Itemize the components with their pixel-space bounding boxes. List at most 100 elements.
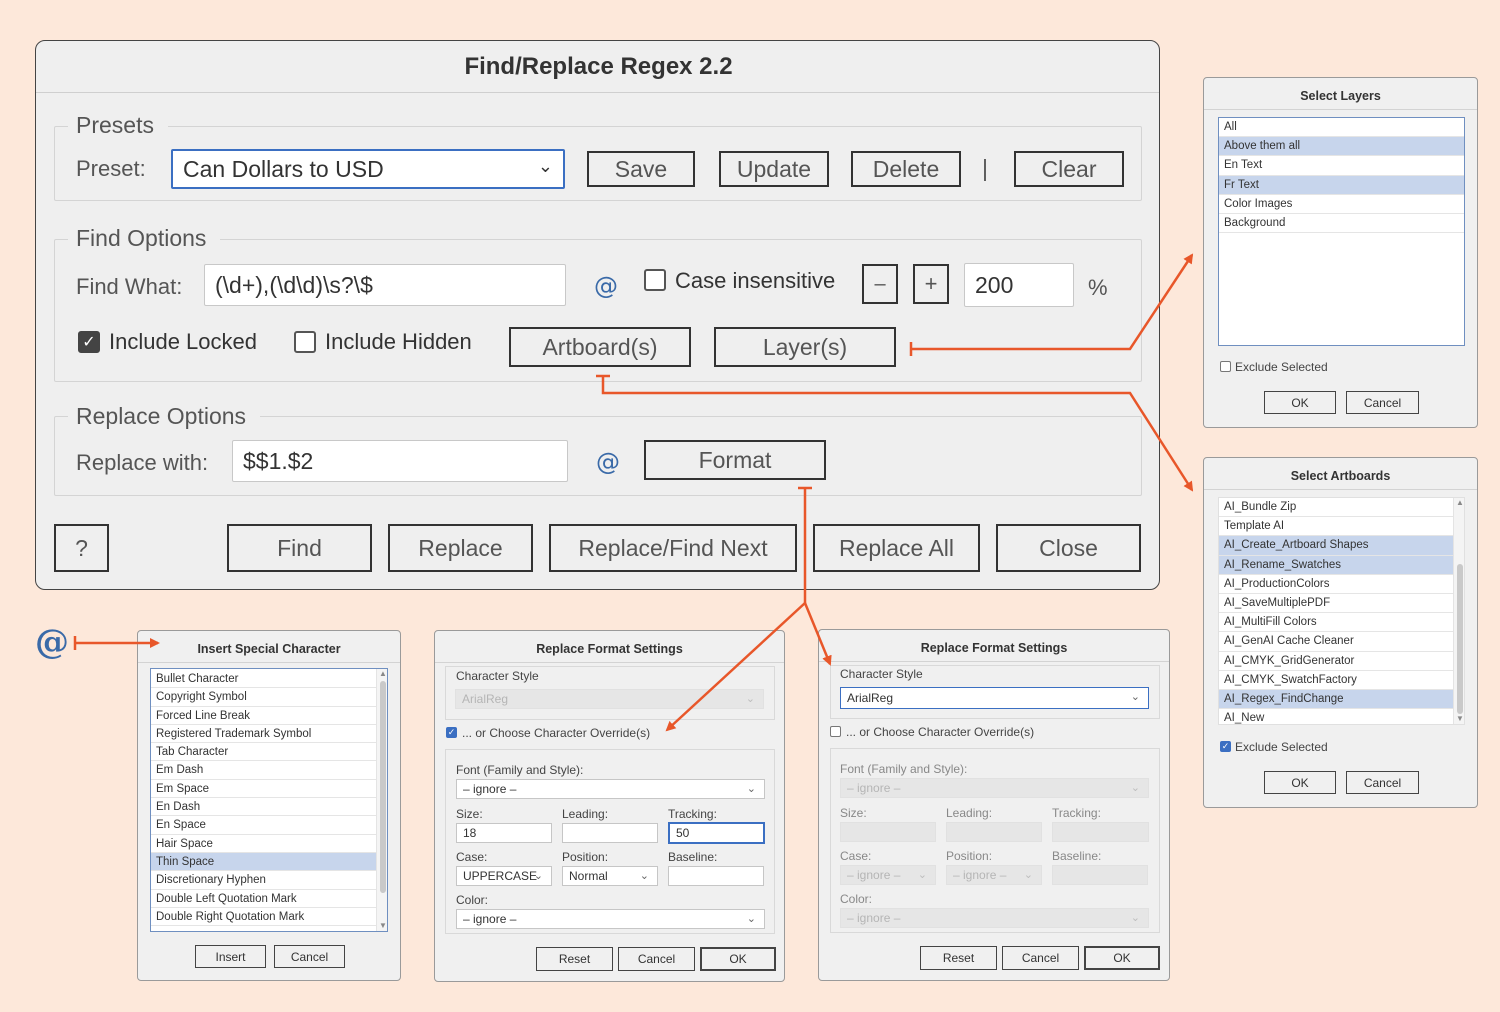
baseline-input[interactable] bbox=[668, 866, 764, 886]
scrollbar[interactable]: ▲ ▼ bbox=[376, 669, 387, 931]
insert-special-at-icon[interactable]: @ bbox=[594, 272, 618, 300]
replace-all-button[interactable]: Replace All bbox=[813, 524, 980, 572]
layers-button[interactable]: Layer(s) bbox=[714, 327, 896, 367]
case-insensitive-checkbox[interactable] bbox=[644, 269, 666, 291]
checkmark-icon: ✓ bbox=[1221, 741, 1230, 751]
cancel-button[interactable]: Cancel bbox=[274, 945, 345, 968]
list-item[interactable]: Background bbox=[1219, 214, 1464, 234]
replace-with-input[interactable]: $$1.$2 bbox=[232, 440, 568, 482]
list-item[interactable]: Color Images bbox=[1219, 195, 1464, 214]
list-item[interactable]: Em Space bbox=[151, 780, 376, 799]
list-item[interactable]: AI_Rename_Swatches bbox=[1219, 555, 1453, 575]
include-locked-label: Include Locked bbox=[109, 329, 257, 354]
clear-button[interactable]: Clear bbox=[1014, 151, 1124, 187]
list-item[interactable]: Registered Trademark Symbol bbox=[151, 725, 376, 744]
list-item[interactable]: AI_GenAI Cache Cleaner bbox=[1219, 632, 1453, 652]
list-item[interactable]: AI_Bundle Zip bbox=[1219, 498, 1453, 518]
list-item[interactable]: Copyright Symbol bbox=[151, 688, 376, 707]
preset-select[interactable]: Can Dollars to USD ⌄ bbox=[171, 149, 565, 189]
position-select[interactable]: Normal ⌄ bbox=[562, 866, 658, 886]
format-button[interactable]: Format bbox=[644, 440, 826, 480]
list-item[interactable]: Thin Space bbox=[151, 852, 376, 872]
list-item[interactable]: AI_MultiFill Colors bbox=[1219, 613, 1453, 633]
reset-button[interactable]: Reset bbox=[920, 946, 997, 970]
list-item[interactable]: Bullet Character bbox=[151, 670, 376, 689]
exclude-selected-checkbox[interactable] bbox=[1220, 361, 1231, 372]
list-item[interactable]: Above them all bbox=[1219, 137, 1464, 157]
list-item[interactable]: AI_CMYK_SwatchFactory bbox=[1219, 671, 1453, 690]
size-input[interactable]: 18 bbox=[456, 823, 552, 843]
list-item[interactable]: Template AI bbox=[1219, 517, 1453, 537]
decrease-button[interactable]: – bbox=[862, 264, 898, 304]
close-button[interactable]: Close bbox=[996, 524, 1141, 572]
reset-button[interactable]: Reset bbox=[536, 947, 613, 971]
artboards-button[interactable]: Artboard(s) bbox=[509, 327, 691, 367]
find-what-input[interactable]: (\d+),(\d\d)\s?\$ bbox=[204, 264, 566, 306]
list-item[interactable]: Discretionary Hyphen bbox=[151, 871, 376, 890]
list-item[interactable]: AI_New bbox=[1219, 709, 1453, 724]
list-item[interactable]: Em Dash bbox=[151, 761, 376, 780]
scroll-up-icon[interactable]: ▲ bbox=[1456, 498, 1464, 507]
character-style-value: ArialReg bbox=[847, 691, 894, 705]
cancel-button[interactable]: Cancel bbox=[1002, 946, 1079, 970]
select-artboards-dialog: Select Artboards AI_Bundle Zip Template … bbox=[1203, 457, 1478, 808]
list-item[interactable]: AI_CMYK_GridGenerator bbox=[1219, 652, 1453, 671]
ok-button[interactable]: OK bbox=[700, 947, 776, 971]
list-item[interactable]: Tab Character bbox=[151, 743, 376, 762]
update-button[interactable]: Update bbox=[719, 151, 829, 187]
list-item[interactable]: AI_Create_Artboard Shapes bbox=[1219, 536, 1453, 556]
list-item[interactable]: En Dash bbox=[151, 798, 376, 817]
list-item[interactable]: Double Right Quotation Mark bbox=[151, 908, 376, 927]
leading-input[interactable] bbox=[562, 823, 658, 843]
leading-label: Leading: bbox=[562, 807, 609, 821]
override-checkbox[interactable]: ✓ bbox=[446, 727, 457, 738]
scroll-down-icon[interactable]: ▼ bbox=[1456, 714, 1464, 723]
scroll-thumb[interactable] bbox=[380, 681, 386, 893]
cancel-button[interactable]: Cancel bbox=[1346, 391, 1419, 414]
size-input[interactable]: 200 bbox=[964, 263, 1074, 307]
scroll-thumb[interactable] bbox=[1457, 564, 1463, 714]
ok-button[interactable]: OK bbox=[1084, 946, 1160, 970]
insert-special-at-icon[interactable]: @ bbox=[596, 448, 620, 476]
override-checkbox[interactable] bbox=[830, 726, 841, 737]
list-item[interactable]: AI_SaveMultiplePDF bbox=[1219, 594, 1453, 614]
tracking-input[interactable]: 50 bbox=[668, 822, 765, 844]
replace-button[interactable]: Replace bbox=[388, 524, 533, 572]
position-value: – ignore – bbox=[953, 868, 1007, 882]
font-select[interactable]: – ignore – ⌄ bbox=[456, 779, 765, 799]
include-hidden-checkbox[interactable] bbox=[294, 331, 316, 353]
font-value: – ignore – bbox=[463, 782, 517, 796]
character-style-select[interactable]: ArialReg ⌄ bbox=[840, 687, 1149, 709]
list-item[interactable]: Double Left Quotation Mark bbox=[151, 890, 376, 908]
list-item[interactable]: Fr Text bbox=[1219, 175, 1464, 195]
chevron-down-icon: ⌄ bbox=[746, 783, 756, 795]
scrollbar[interactable]: ▲ ▼ bbox=[1453, 498, 1464, 724]
cancel-button[interactable]: Cancel bbox=[1346, 771, 1419, 794]
replace-find-next-button[interactable]: Replace/Find Next bbox=[549, 524, 797, 572]
ok-button[interactable]: OK bbox=[1264, 771, 1336, 794]
include-locked-checkbox[interactable]: ✓ bbox=[78, 331, 100, 353]
list-item[interactable]: AI_ProductionColors bbox=[1219, 575, 1453, 594]
scroll-up-icon[interactable]: ▲ bbox=[379, 669, 387, 678]
list-item[interactable]: En Space bbox=[151, 816, 376, 835]
list-item[interactable]: Hair Space bbox=[151, 835, 376, 853]
preset-select-value: Can Dollars to USD bbox=[183, 155, 384, 182]
exclude-selected-checkbox[interactable]: ✓ bbox=[1220, 741, 1231, 752]
ok-button[interactable]: OK bbox=[1264, 391, 1336, 414]
save-button[interactable]: Save bbox=[587, 151, 695, 187]
insert-button[interactable]: Insert bbox=[195, 945, 266, 968]
case-select[interactable]: UPPERCASE ⌄ bbox=[456, 866, 552, 886]
list-item[interactable]: AI_Regex_FindChange bbox=[1219, 689, 1453, 710]
chevron-down-icon: ⌄ bbox=[745, 693, 755, 705]
delete-button[interactable]: Delete bbox=[851, 151, 961, 187]
increase-button[interactable]: + bbox=[913, 264, 949, 304]
color-value: – ignore – bbox=[847, 911, 901, 925]
list-item[interactable]: All bbox=[1219, 118, 1464, 138]
cancel-button[interactable]: Cancel bbox=[618, 947, 695, 971]
list-item[interactable]: Forced Line Break bbox=[151, 707, 376, 725]
find-button[interactable]: Find bbox=[227, 524, 372, 572]
color-select[interactable]: – ignore – ⌄ bbox=[456, 909, 765, 929]
scroll-down-icon[interactable]: ▼ bbox=[379, 921, 387, 930]
help-button[interactable]: ? bbox=[54, 524, 109, 572]
list-item[interactable]: En Text bbox=[1219, 156, 1464, 176]
